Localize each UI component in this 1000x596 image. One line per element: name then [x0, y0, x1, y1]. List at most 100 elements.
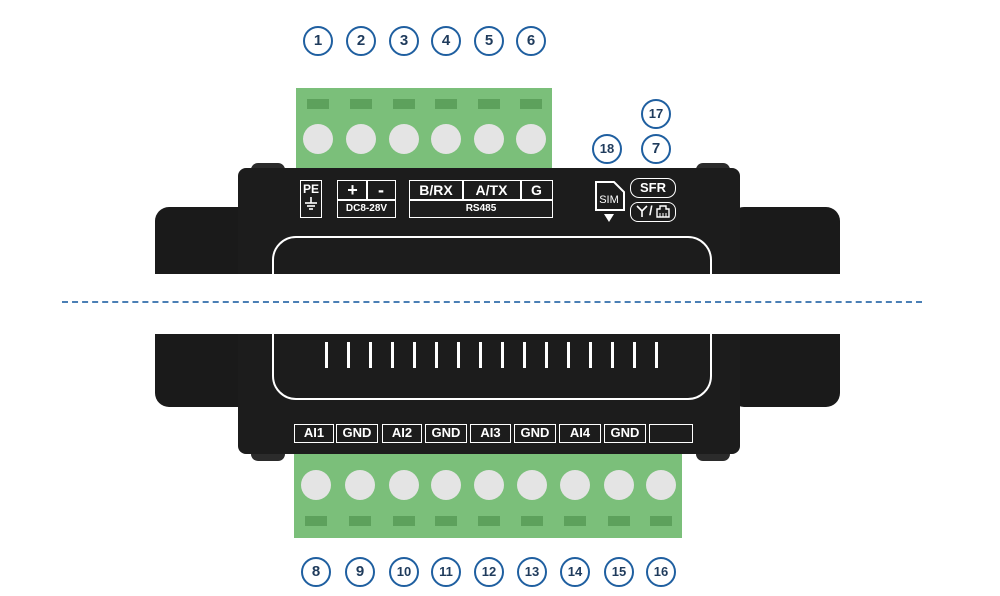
terminal-slot	[307, 99, 329, 109]
vent-slot	[369, 342, 372, 368]
terminal-screw	[345, 470, 375, 500]
vent-slot	[589, 342, 592, 368]
callout-12: 12	[474, 557, 504, 587]
cut-line	[62, 301, 922, 303]
plus-label: +	[347, 180, 358, 200]
bottom-terminal-label: AI1	[294, 424, 334, 443]
rs485-hline	[409, 199, 553, 201]
terminal-slot	[564, 516, 586, 526]
rs485-label: RS485	[465, 203, 497, 214]
callout-14: 14	[560, 557, 590, 587]
vent-slot	[501, 342, 504, 368]
callout-15: 15	[604, 557, 634, 587]
terminal-slot	[435, 516, 457, 526]
terminal-slot	[521, 516, 543, 526]
vent-slot	[545, 342, 548, 368]
brx-label: B/RX	[419, 182, 453, 198]
atx-label: A/TX	[475, 182, 508, 198]
callout-2: 2	[346, 26, 376, 56]
rs485-divider-2	[520, 180, 522, 199]
terminal-slot	[435, 99, 457, 109]
arrow-down-icon	[604, 214, 614, 222]
terminal-slot	[650, 516, 672, 526]
callout-7: 7	[641, 134, 671, 164]
callout-17: 17	[641, 99, 671, 129]
terminal-screw	[431, 470, 461, 500]
callout-10: 10	[389, 557, 419, 587]
terminal-screw	[474, 470, 504, 500]
bottom-terminal-label	[649, 424, 693, 443]
terminal-slot	[393, 99, 415, 109]
sim-card-icon	[595, 181, 625, 211]
vent-slot	[567, 342, 570, 368]
vent-slot	[479, 342, 482, 368]
rs485-divider-1	[462, 180, 464, 199]
slash-separator: /	[649, 203, 653, 218]
vent-slot	[633, 342, 636, 368]
network-icons-box: /	[630, 202, 676, 222]
terminal-screw	[604, 470, 634, 500]
terminal-slot	[305, 516, 327, 526]
terminal-slot	[520, 99, 542, 109]
terminal-screw	[516, 124, 546, 154]
vent-slot	[457, 342, 460, 368]
terminal-screw	[346, 124, 376, 154]
vent-slot	[391, 342, 394, 368]
callout-1: 1	[303, 26, 333, 56]
antenna-icon	[636, 205, 648, 217]
callout-13: 13	[517, 557, 547, 587]
terminal-screw	[560, 470, 590, 500]
callout-11: 11	[431, 557, 461, 587]
terminal-screw	[389, 470, 419, 500]
terminal-slot	[608, 516, 630, 526]
cut-gap	[0, 274, 1000, 334]
power-voltage-label: DC8-28V	[345, 203, 388, 214]
pe-label: PE	[302, 182, 319, 196]
pe-label-box: PE	[300, 180, 322, 218]
callout-5: 5	[474, 26, 504, 56]
top-terminal-block	[296, 88, 552, 180]
ethernet-icon	[656, 205, 670, 218]
vent-slot	[325, 342, 328, 368]
callout-9: 9	[345, 557, 375, 587]
callout-6: 6	[516, 26, 546, 56]
vent-slot	[523, 342, 526, 368]
minus-label: -	[378, 180, 384, 200]
terminal-slot	[350, 99, 372, 109]
vent-slot	[435, 342, 438, 368]
vent-slot	[611, 342, 614, 368]
bottom-terminal-label: GND	[604, 424, 646, 443]
terminal-slot	[478, 516, 500, 526]
sim-label: SIM	[599, 194, 619, 206]
vent-slot	[413, 342, 416, 368]
terminal-screw	[431, 124, 461, 154]
terminal-screw	[517, 470, 547, 500]
power-hline	[337, 199, 396, 201]
bottom-terminal-label: GND	[425, 424, 467, 443]
bottom-terminal-label: AI3	[470, 424, 511, 443]
callout-18: 18	[592, 134, 622, 164]
callout-8: 8	[301, 557, 331, 587]
callout-3: 3	[389, 26, 419, 56]
terminal-slot	[349, 516, 371, 526]
vent-slot	[347, 342, 350, 368]
terminal-screw	[389, 124, 419, 154]
terminal-screw	[474, 124, 504, 154]
terminal-slot	[393, 516, 415, 526]
terminal-screw	[303, 124, 333, 154]
sfr-label: SFR	[630, 178, 676, 198]
g-label: G	[531, 182, 542, 198]
ground-icon	[305, 197, 317, 210]
bottom-terminal-label: AI2	[382, 424, 422, 443]
terminal-screw	[646, 470, 676, 500]
callout-16: 16	[646, 557, 676, 587]
bottom-terminal-label: GND	[514, 424, 556, 443]
callout-4: 4	[431, 26, 461, 56]
power-divider	[366, 180, 368, 199]
bottom-terminal-label: AI4	[559, 424, 601, 443]
vent-slot	[655, 342, 658, 368]
terminal-slot	[478, 99, 500, 109]
bottom-terminal-label: GND	[336, 424, 378, 443]
terminal-screw	[301, 470, 331, 500]
